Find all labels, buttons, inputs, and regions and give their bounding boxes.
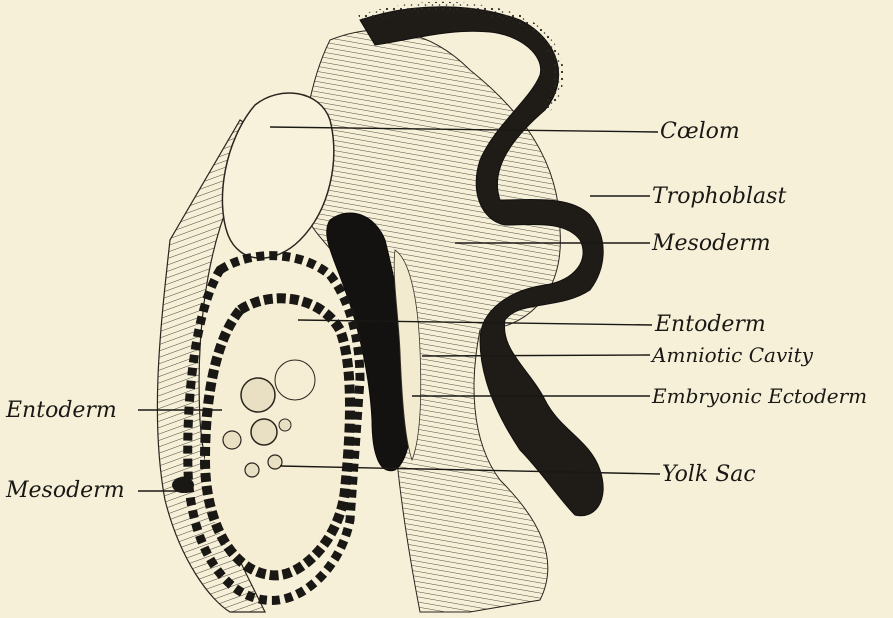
label-entoderm-left: Entoderm xyxy=(6,400,117,422)
label-trophoblast: Trophoblast xyxy=(652,186,786,208)
yolk-sac xyxy=(205,298,350,575)
label-mesoderm-left: Mesoderm xyxy=(6,480,125,502)
label-yolk-sac: Yolk Sac xyxy=(662,464,756,486)
label-amniotic-cavity: Amniotic Cavity xyxy=(652,345,813,365)
label-entoderm-right: Entoderm xyxy=(655,314,766,336)
label-mesoderm-right: Mesoderm xyxy=(652,233,771,255)
label-embryonic-ectoderm: Embryonic Ectoderm xyxy=(652,386,867,406)
label-coelom: Cœlom xyxy=(660,121,740,143)
